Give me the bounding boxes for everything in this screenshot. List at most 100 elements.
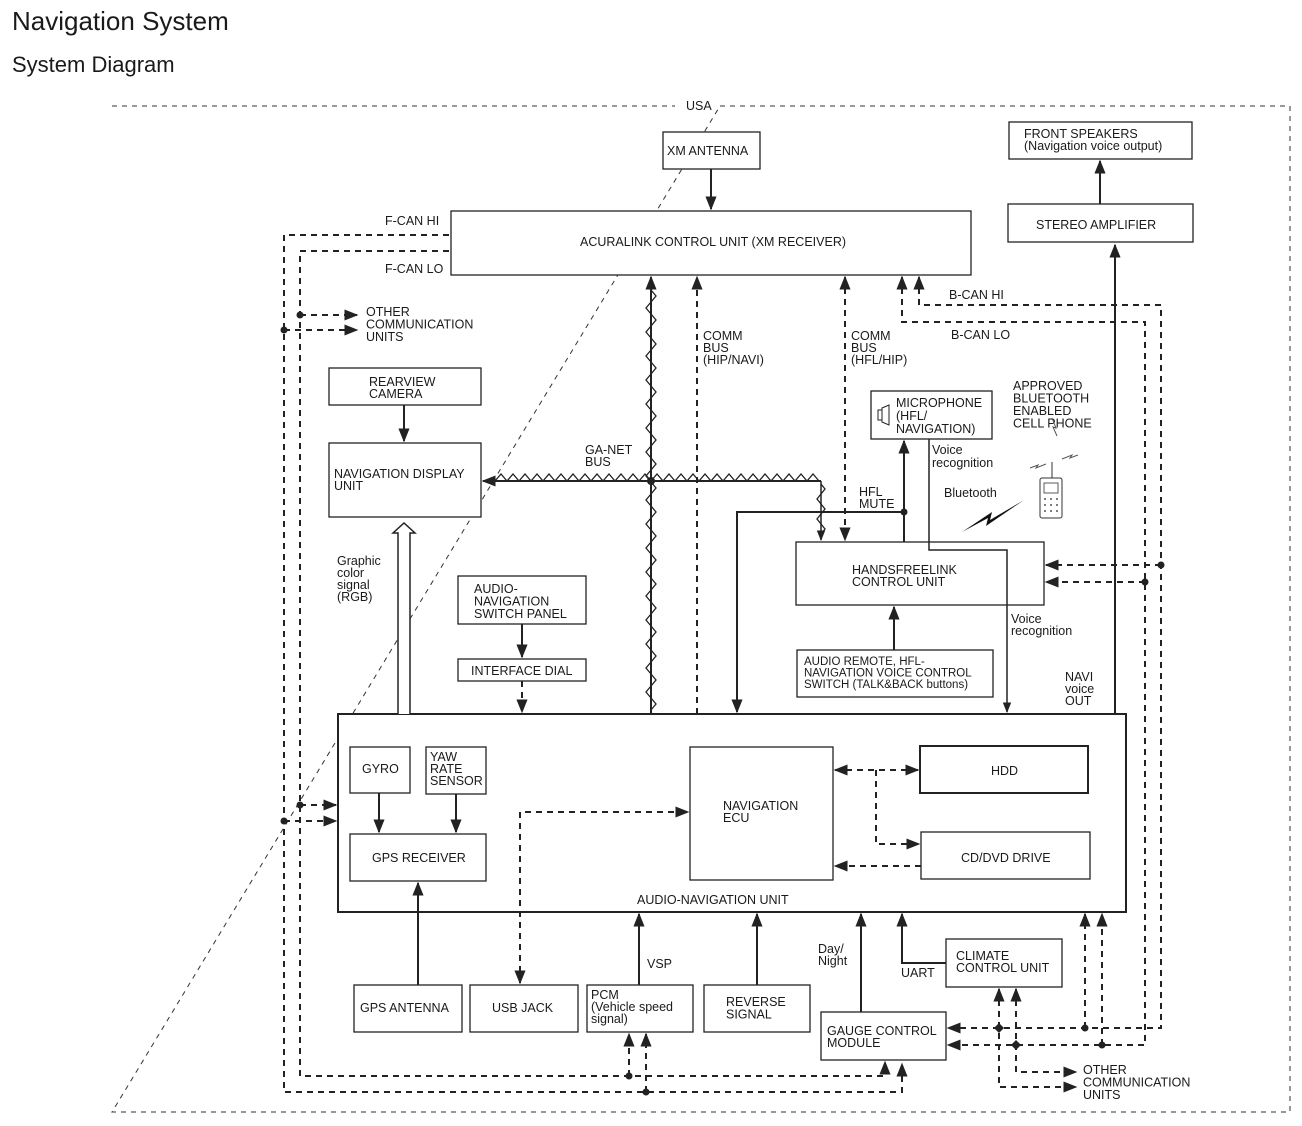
diagram-label: GYRO (362, 762, 399, 776)
label-line: MUTE (859, 497, 894, 511)
label-line: COMMUNICATION (366, 318, 473, 332)
label-line: SWITCH (TALK&BACK buttons) (804, 679, 968, 691)
label-line: AUDIO-NAVIGATION UNIT (637, 893, 789, 907)
label-line: recognition (932, 456, 993, 470)
label-line: CLIMATE (956, 949, 1009, 963)
label-line: B-CAN HI (949, 288, 1004, 302)
bluetooth-label: Bluetooth (944, 486, 997, 500)
label-line: UNIT (334, 479, 364, 493)
label-line: MODULE (827, 1036, 880, 1050)
label-line: (RGB) (337, 590, 372, 604)
label-line: REVERSE (726, 995, 786, 1009)
front-speakers-box: FRONT SPEAKERS(Navigation voice output) (1008, 121, 1193, 160)
label-line: NAVIGATION (474, 595, 549, 609)
label-line: GPS ANTENNA (360, 1001, 450, 1015)
bcan-lo-label: B-CAN LO (951, 328, 1010, 342)
label-line: recognition (1011, 624, 1072, 638)
label-line: YAW (430, 750, 457, 764)
label-line: (HIP/NAVI) (703, 353, 764, 367)
label-line: F-CAN LO (385, 262, 444, 276)
label-line: CAMERA (369, 387, 423, 401)
diagram-label: HDD (991, 764, 1018, 778)
label-line: USB JACK (492, 1001, 554, 1015)
label-line: UNITS (1083, 1088, 1121, 1102)
label-line: SENSOR (430, 774, 483, 788)
label-line: INTERFACE DIAL (471, 664, 572, 678)
label-line: OTHER (366, 305, 410, 319)
label-line: GPS RECEIVER (372, 851, 466, 865)
cd-dvd-drive-box: CD/DVD DRIVE (920, 831, 1091, 880)
usa-label: USA (686, 99, 712, 113)
ganet-bus (481, 275, 826, 714)
label-line: CELL PHONE (1013, 417, 1092, 431)
label-line: Night (818, 954, 848, 968)
label-line: VSP (647, 957, 672, 971)
label-line: COMM (851, 329, 891, 343)
diagram-label: ACURALINK CONTROL UNIT (XM RECEIVER) (580, 235, 846, 249)
label-line: CONTROL UNIT (852, 575, 946, 589)
gps-antenna-box: GPS ANTENNA (353, 984, 463, 1033)
label-line: SWITCH PANEL (474, 607, 567, 621)
label-line: AUDIO- (474, 582, 518, 596)
label-line: color (337, 566, 364, 580)
label-line: Graphic (337, 554, 381, 568)
label-line: OTHER (1083, 1063, 1127, 1077)
diagram-label: GPS RECEIVER (372, 851, 466, 865)
label-line: REARVIEW (369, 375, 436, 389)
label-line: ECU (723, 811, 749, 825)
label-line: RATE (430, 762, 462, 776)
microphone-icon (877, 404, 890, 426)
diagram-label: STEREO AMPLIFIER (1036, 218, 1156, 232)
label-line: NAVIGATION DISPLAY (334, 467, 465, 481)
dashed-connections (280, 234, 1165, 1096)
label-line: HDD (991, 764, 1018, 778)
label-line: FRONT SPEAKERS (1024, 127, 1138, 141)
label-line: B-CAN LO (951, 328, 1010, 342)
label-line: voice (1065, 682, 1094, 696)
label-line: XM ANTENNA (667, 144, 749, 158)
diagram-label: INTERFACE DIAL (471, 664, 572, 678)
label-line: NAVIGATION (723, 799, 798, 813)
label-line: APPROVED (1013, 379, 1082, 393)
label-line: (HFL/ (896, 409, 928, 423)
label-line: GA-NET (585, 443, 633, 457)
label-line: CD/DVD DRIVE (961, 851, 1051, 865)
label-line: Bluetooth (944, 486, 997, 500)
label-line: BLUETOOTH (1013, 392, 1089, 406)
label-line: (Navigation voice output) (1024, 139, 1162, 153)
hdd-box: HDD (919, 745, 1089, 794)
fcan-lo-label: F-CAN LO (385, 262, 444, 276)
stereo-amplifier-box: STEREO AMPLIFIER (1007, 203, 1194, 243)
label-line: signal) (591, 1012, 628, 1026)
diagram-label: AUDIO-NAVIGATION UNIT (637, 893, 789, 907)
label-line: ENABLED (1013, 404, 1071, 418)
gps-receiver-box: GPS RECEIVER (349, 833, 487, 882)
bcan-hi-label: B-CAN HI (949, 288, 1004, 302)
label-line: (HFL/HIP) (851, 353, 907, 367)
label-line: BUS (851, 341, 877, 355)
audio-remote-switch-box: AUDIO REMOTE, HFL-NAVIGATION VOICE CONTR… (796, 649, 994, 698)
label-line: Day/ (818, 942, 844, 956)
page-title: Navigation System (12, 6, 229, 36)
